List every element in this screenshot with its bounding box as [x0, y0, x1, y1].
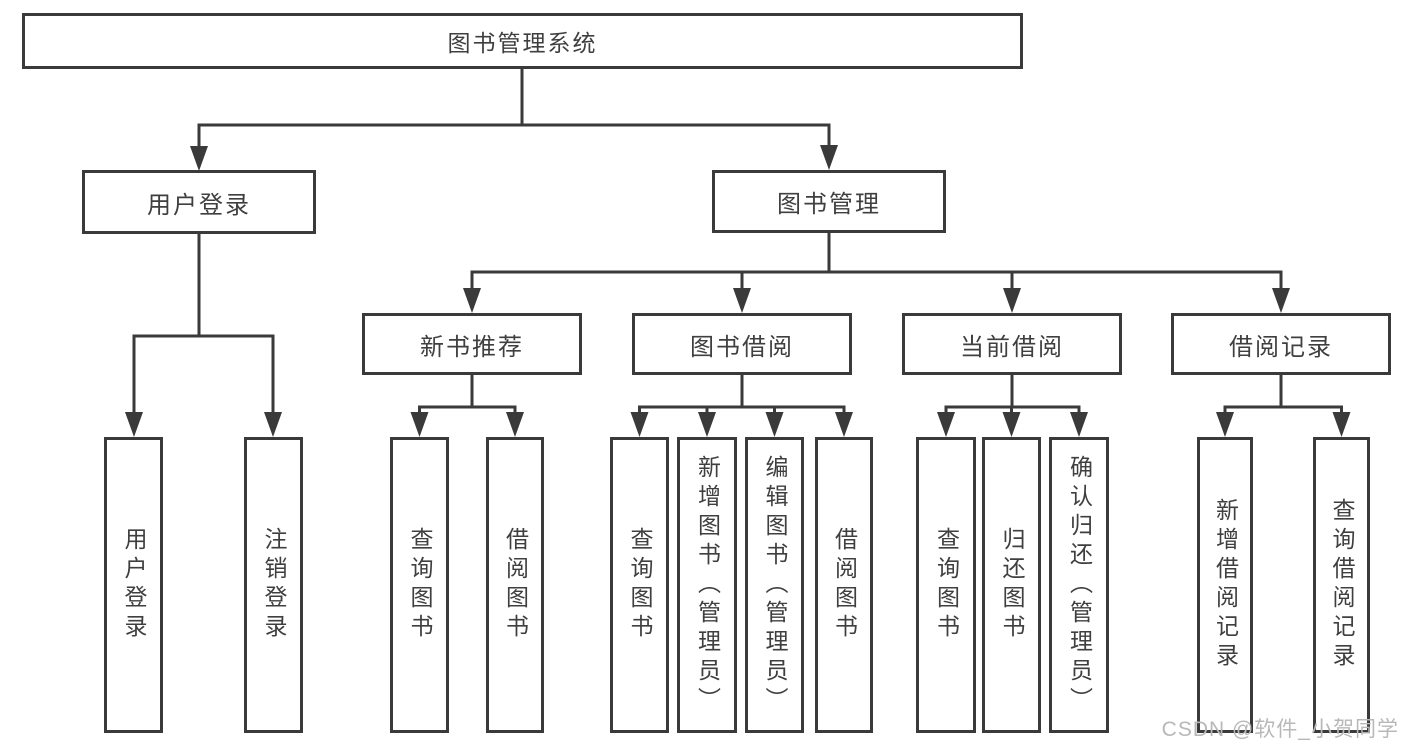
leaf-logout: 注销登录 [244, 437, 303, 733]
leaf-current-query-books: 查询图书 [916, 437, 976, 733]
leaf-label: 用户登录 [121, 527, 147, 643]
node-label: 图书管理系统 [447, 30, 598, 56]
arrowhead [410, 412, 429, 437]
node-book-borrowing: 图书借阅 [632, 313, 852, 375]
leaf-label: 编辑图书（管理员） [762, 454, 788, 716]
node-label: 图书借阅 [690, 333, 794, 361]
leaf-label: 查询借阅记录 [1329, 498, 1355, 672]
node-library-management-system: 图书管理系统 [22, 13, 1023, 69]
leaf-confirm-return-admin: 确认归还（管理员） [1049, 437, 1109, 733]
leaf-label: 注销登录 [261, 527, 287, 643]
leaf-label: 借阅图书 [831, 527, 858, 643]
leaf-label: 新增图书（管理员） [694, 454, 721, 716]
arrowhead [698, 412, 716, 437]
csdn-watermark: CSDN @软件_小贺同学 [1161, 718, 1399, 741]
leaf-label: 归还图书 [999, 527, 1025, 643]
arrowhead [264, 412, 282, 437]
node-current-borrowing: 当前借阅 [902, 313, 1122, 375]
arrowhead [1272, 288, 1290, 313]
leaf-recommend-borrow-books: 借阅图书 [486, 437, 544, 733]
leaf-query-borrow-record: 查询借阅记录 [1313, 437, 1370, 733]
arrowhead [765, 412, 784, 437]
leaf-label: 查询图书 [933, 527, 960, 643]
connector-path [132, 69, 1343, 416]
leaf-borrowing-borrow-books: 借阅图书 [815, 437, 873, 733]
node-label: 当前借阅 [960, 333, 1064, 361]
arrowhead [835, 412, 853, 437]
leaf-add-borrow-record: 新增借阅记录 [1197, 437, 1253, 733]
arrowhead [1216, 412, 1234, 437]
arrowhead [190, 146, 208, 171]
leaf-label: 确认归还（管理员） [1066, 454, 1093, 716]
leaf-label: 查询图书 [627, 527, 653, 643]
arrowhead [1003, 288, 1021, 313]
leaf-add-books-admin: 新增图书（管理员） [677, 437, 737, 733]
arrowhead [1070, 412, 1088, 437]
arrowhead [1332, 412, 1351, 437]
arrowhead [463, 288, 481, 313]
leaf-borrowing-query-books: 查询图书 [610, 437, 669, 733]
leaf-user-login: 用户登录 [104, 437, 163, 733]
arrowhead [630, 412, 649, 437]
arrowhead [1002, 412, 1021, 437]
node-label: 图书管理 [777, 191, 881, 218]
arrowheads [125, 145, 1351, 437]
arrowhead [820, 145, 838, 170]
node-borrowing-records: 借阅记录 [1171, 313, 1391, 375]
arrowhead [733, 288, 751, 313]
node-new-book-recommendation: 新书推荐 [362, 313, 582, 375]
arrowhead [937, 412, 955, 437]
node-label: 新书推荐 [420, 333, 524, 361]
leaf-label: 借阅图书 [502, 527, 529, 643]
node-label: 用户登录 [147, 191, 251, 219]
arrowhead [125, 412, 143, 437]
leaf-label: 新增借阅记录 [1212, 498, 1239, 672]
node-book-management: 图书管理 [712, 170, 946, 233]
node-label: 借阅记录 [1229, 333, 1333, 361]
leaf-label: 查询图书 [407, 527, 433, 643]
leaf-recommend-query-books: 查询图书 [390, 437, 449, 733]
node-user-login: 用户登录 [82, 170, 316, 234]
arrowhead [506, 412, 524, 437]
leaf-return-books: 归还图书 [982, 437, 1041, 733]
leaf-edit-books-admin: 编辑图书（管理员） [745, 437, 804, 733]
